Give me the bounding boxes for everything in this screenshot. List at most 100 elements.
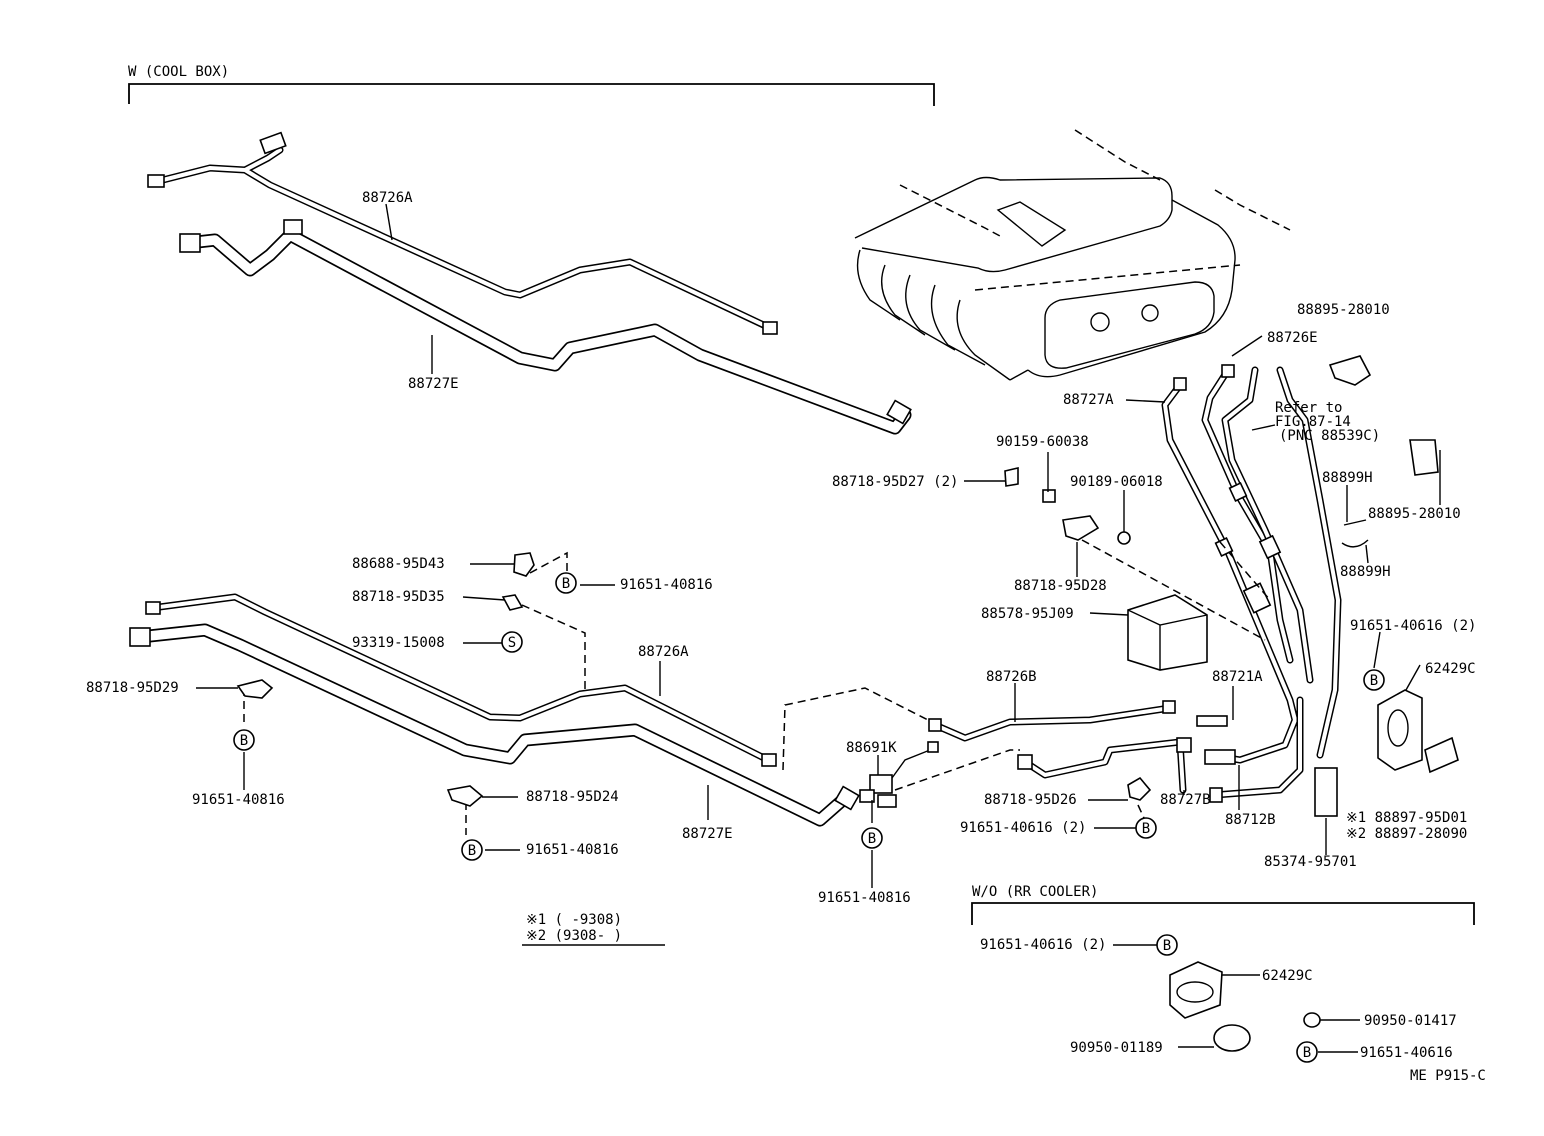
svg-text:B: B [1370, 673, 1378, 689]
fitting [1221, 364, 1235, 378]
grommet-plate-62429C-a [1377, 689, 1423, 771]
clamp-88688-95D43 [513, 552, 535, 577]
callout-90950-01417: 90950-01417 [1364, 1013, 1457, 1029]
svg-text:B: B [562, 576, 570, 592]
body-top-panel [854, 176, 1173, 273]
body-rib [905, 274, 956, 351]
callout-88718-95D26: 88718-95D26 [984, 792, 1077, 808]
callout-88895-28010-b: 88895-28010 [1368, 506, 1461, 522]
callout-88726A-top: 88726A [362, 190, 413, 206]
valve-body [869, 774, 893, 794]
grommet-opening [1176, 981, 1214, 1003]
fitting [179, 233, 201, 253]
callout-88718-95D29: 88718-95D29 [86, 680, 179, 696]
callout-88727E-top: 88727E [408, 376, 459, 392]
fitting [1173, 377, 1187, 391]
callout-88578-95J09: 88578-95J09 [981, 606, 1074, 622]
bolt-90159-60038 [1042, 489, 1056, 503]
bolt-symbol: B [861, 827, 883, 849]
fitting [761, 753, 777, 767]
callout-88897-95D01: ※1 88897-95D01 [1346, 810, 1467, 826]
drawing-code: ME P915-C [1410, 1068, 1486, 1084]
callout-88726E: 88726E [1267, 330, 1318, 346]
refer-note-line-3: (PNC 88539C) [1279, 428, 1380, 444]
clamp-88718-95D24 [446, 785, 484, 807]
box-edges [1127, 609, 1208, 670]
fitting [259, 131, 287, 155]
body-side [1027, 199, 1236, 378]
bolt-symbol: B [461, 839, 483, 861]
callout-88899H-b: 88899H [1340, 564, 1391, 580]
screw-symbol: S [501, 631, 523, 653]
body-vent [996, 201, 1067, 247]
callout-62429C-b: 62429C [1262, 968, 1313, 984]
callout-88718-95D28: 88718-95D28 [1014, 578, 1107, 594]
body-rib [881, 264, 926, 336]
bolt-symbol: B [1156, 934, 1178, 956]
dashed-guides [243, 539, 1271, 835]
svg-text:B: B [468, 843, 476, 859]
callout-91651-40616-d: 91651-40616 [1360, 1045, 1453, 1061]
fitting [1228, 482, 1248, 502]
callout-91651-40816-b: 91651-40816 [192, 792, 285, 808]
fitting [283, 219, 303, 235]
valve-connector [927, 741, 939, 753]
refer-note-line-2: FIG.87-14 [1275, 414, 1351, 430]
bolt-symbol: B [1296, 1041, 1318, 1063]
top-hose-88727E [179, 219, 912, 435]
callout-91651-40816-d: 91651-40816 [818, 890, 911, 906]
top-pipe-88726A [147, 131, 778, 335]
fitting [1258, 534, 1282, 560]
svg-text:B: B [868, 831, 876, 847]
clamp-88718-95D26 [1127, 776, 1152, 801]
bottom-pipe-88726A [145, 593, 777, 767]
ring-90950-01417 [1303, 1012, 1321, 1028]
vehicle-body-outline [854, 129, 1291, 381]
callout-88721A: 88721A [1212, 669, 1263, 685]
callout-90159-60038: 90159-60038 [996, 434, 1089, 450]
bolt-symbol: B [555, 572, 577, 594]
fitting [129, 627, 151, 647]
body-dashed-edge [1214, 189, 1291, 231]
bolt-symbol: B [1135, 817, 1157, 839]
callout-88712B: 88712B [1225, 812, 1276, 828]
body-rib-end [1009, 369, 1029, 381]
valve-fitting [877, 794, 897, 808]
fitting [1162, 700, 1176, 714]
callout-88726B: 88726B [986, 669, 1037, 685]
body-rib [856, 249, 901, 321]
grommet-plate-62429C-b [1169, 961, 1223, 1019]
fitting [147, 174, 165, 188]
fitting [1204, 749, 1236, 765]
callout-88688-95D43: 88688-95D43 [352, 556, 445, 572]
plug-90950-01189 [1213, 1024, 1251, 1052]
clamp-88718-95D28 [1062, 515, 1100, 541]
clamp-88718-95D35 [501, 594, 524, 611]
callout-91651-40616-c: 91651-40616 (2) [980, 937, 1106, 953]
footnote-1: ※1 ( -9308) [526, 912, 622, 928]
bolt-symbol: B [233, 729, 255, 751]
body-panel-opening [1044, 281, 1215, 369]
callout-88718-95D35: 88718-95D35 [352, 589, 445, 605]
fitting [1209, 787, 1223, 803]
fitting [928, 718, 942, 732]
cool-box-section-label: W (COOL BOX) [128, 64, 229, 80]
body-dashed-inner [974, 264, 1241, 291]
callout-88895-28010-a: 88895-28010 [1297, 302, 1390, 318]
clamp-88718-95D29 [236, 679, 274, 699]
fitting [1242, 582, 1272, 614]
callout-88726A-bot: 88726A [638, 644, 689, 660]
callout-90950-01189: 90950-01189 [1070, 1040, 1163, 1056]
leader-line [385, 203, 393, 241]
svg-text:B: B [1163, 938, 1171, 954]
fitting [145, 601, 161, 615]
clip-88899H-b [1341, 539, 1369, 548]
box-88578-95J09 [1127, 594, 1208, 671]
callout-88727A: 88727A [1063, 392, 1114, 408]
body-grommet [1141, 304, 1159, 322]
leader-lines [196, 335, 1441, 1053]
callout-91651-40816-c: 91651-40816 [526, 842, 619, 858]
fitting [886, 399, 912, 425]
callout-62429C-a: 62429C [1425, 661, 1476, 677]
body-rib [956, 299, 1011, 381]
